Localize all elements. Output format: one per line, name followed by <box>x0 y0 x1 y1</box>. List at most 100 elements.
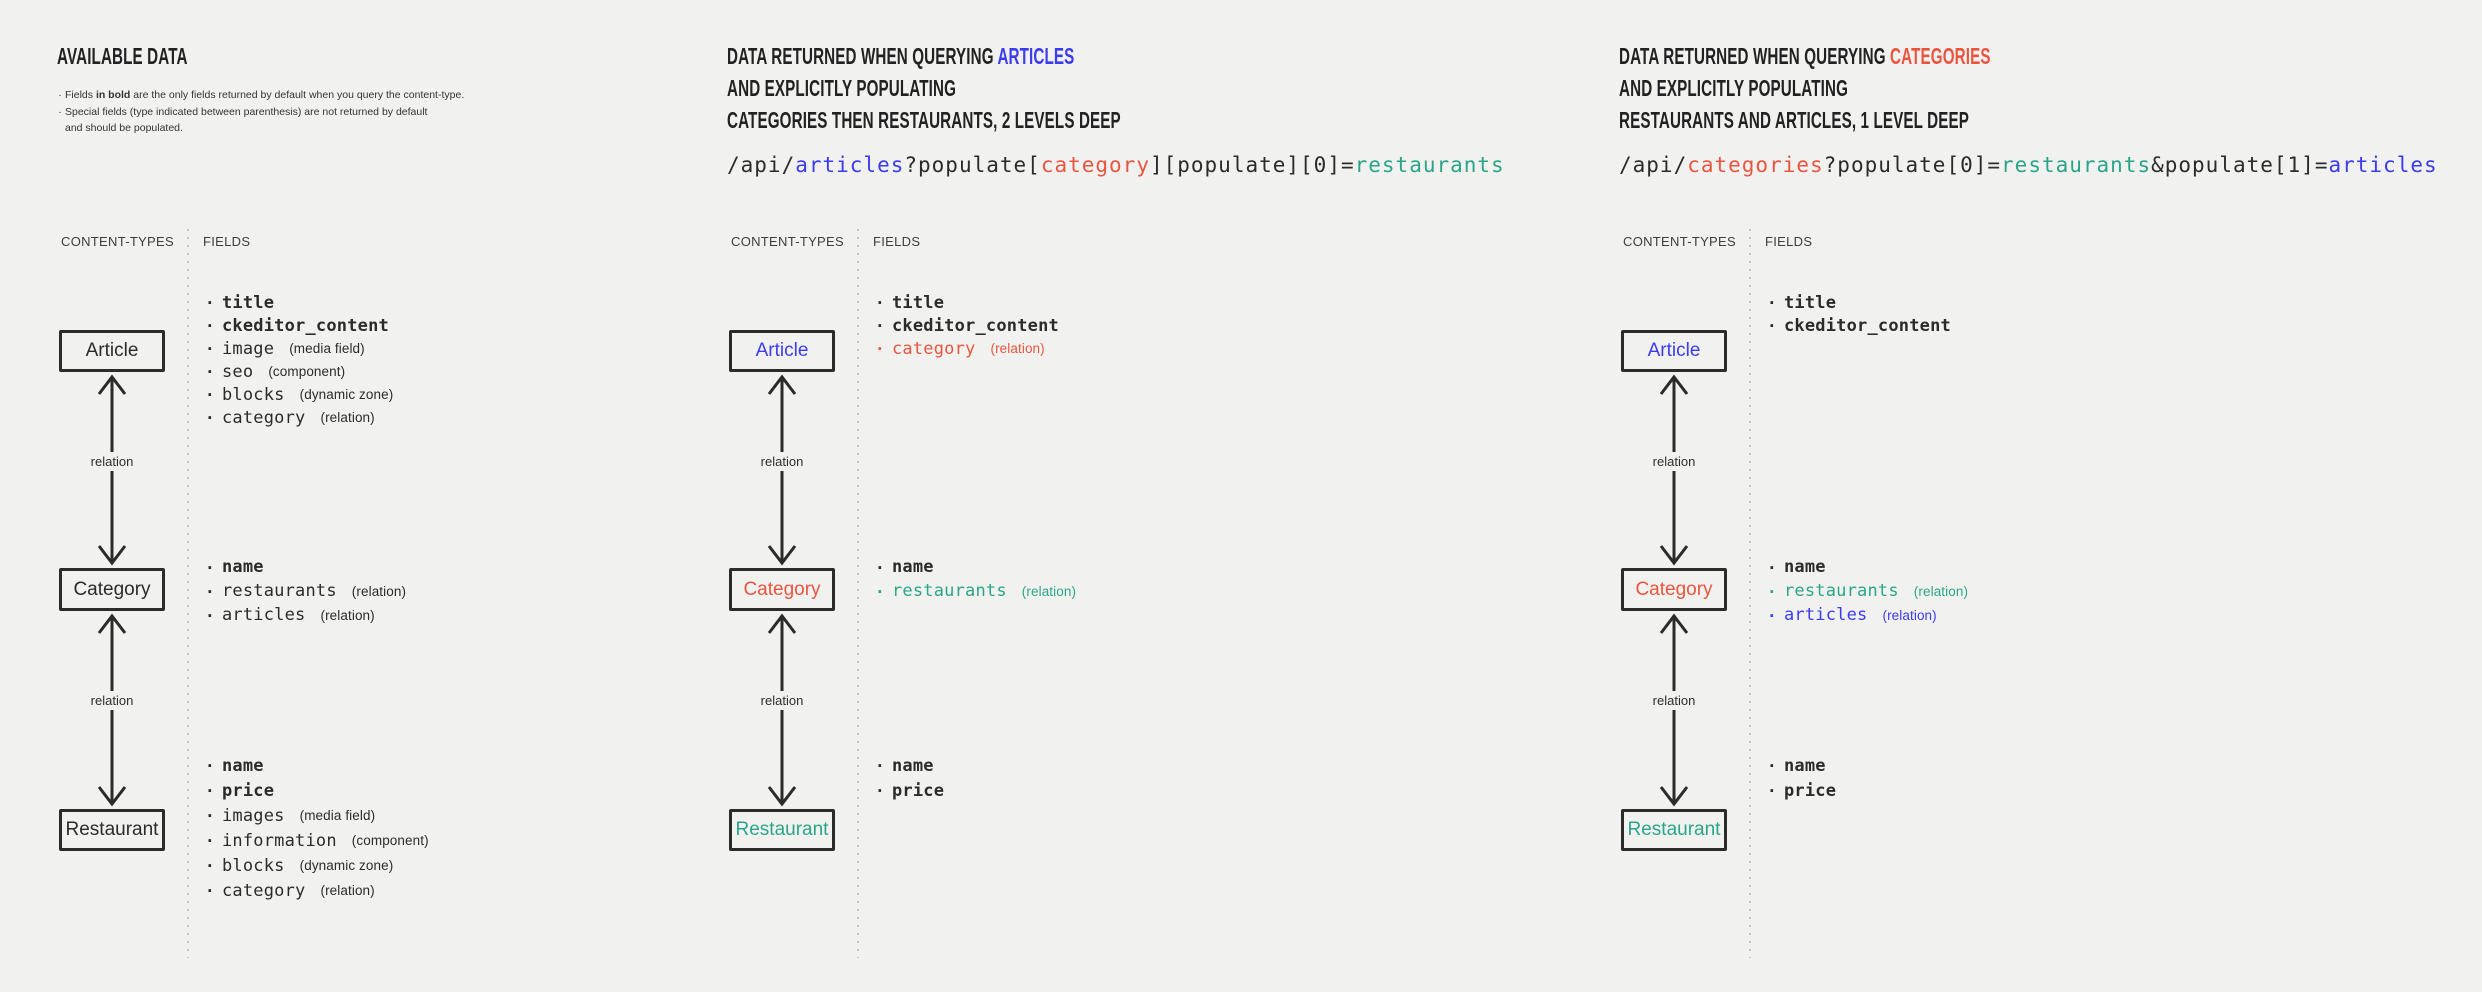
relation-label: relation <box>756 691 808 710</box>
field-item: restaurants(relation) <box>205 579 406 603</box>
content-type-label: Category <box>73 578 151 600</box>
api-query-code: /api/categories?populate[0]=restaurants&… <box>1619 153 2438 177</box>
column-header-fields: FIELDS <box>1765 234 1813 249</box>
content-type-label: Article <box>85 340 139 361</box>
content-type-label: Category <box>1635 578 1713 600</box>
content-type-box-restaurant: Restaurant <box>729 809 835 851</box>
column-divider <box>857 229 859 958</box>
panel-query-articles: DATA RETURNED WHEN QUERYING ARTICLES AND… <box>727 0 1567 992</box>
api-query-code: /api/articles?populate[category][populat… <box>727 153 1505 177</box>
content-type-box-article: Article <box>1621 330 1727 372</box>
content-type-label: Restaurant <box>1627 819 1721 840</box>
relation-label: relation <box>1648 452 1700 471</box>
content-type-box-category: Category <box>59 568 165 611</box>
field-item: price <box>205 778 429 803</box>
panel-available-data: AVAILABLE DATA Fields in bold are the on… <box>57 0 677 992</box>
content-type-label: Restaurant <box>735 819 829 840</box>
field-item: title <box>205 291 393 314</box>
field-list-article: title ckeditor_content <box>1767 291 1951 337</box>
field-item: name <box>1767 753 1836 778</box>
panel-query-categories: DATA RETURNED WHEN QUERYING CATEGORIES A… <box>1619 0 2479 992</box>
field-item: name <box>205 753 429 778</box>
content-type-label: Article <box>1647 340 1701 361</box>
field-item: ckeditor_content <box>875 314 1059 337</box>
panel-title-accent: ARTICLES <box>997 43 1075 69</box>
panel-title-line: AND EXPLICITLY POPULATING <box>727 75 957 101</box>
field-item: ckeditor_content <box>205 314 393 337</box>
field-item: title <box>875 291 1059 314</box>
field-list-article: title ckeditor_content category(relation… <box>875 291 1059 360</box>
panel-title-line: DATA RETURNED WHEN QUERYING ARTICLES <box>727 43 1075 69</box>
bullet-icon <box>55 104 65 121</box>
panel-title-line: RESTAURANTS AND ARTICLES, 1 LEVEL DEEP <box>1619 107 1969 133</box>
field-item: images(media field) <box>205 803 429 828</box>
content-type-box-article: Article <box>729 330 835 372</box>
column-divider <box>1749 229 1751 958</box>
field-item: category(relation) <box>875 337 1059 360</box>
field-item: articles(relation) <box>1767 603 1968 627</box>
relation-label: relation <box>1648 691 1700 710</box>
field-item: name <box>875 555 1076 579</box>
relation-arrow <box>97 613 127 807</box>
panel-title: DATA RETURNED WHEN QUERYING CATEGORIES A… <box>1619 40 2182 136</box>
field-item: category(relation) <box>205 406 393 429</box>
field-item: name <box>875 753 944 778</box>
legend-notes: Fields in bold are the only fields retur… <box>55 87 464 137</box>
field-list-restaurant: name price <box>1767 753 1836 803</box>
panel-title-accent: CATEGORIES <box>1890 43 1991 69</box>
field-item: ckeditor_content <box>1767 314 1951 337</box>
legend-note-text: Special fields (type indicated between p… <box>65 105 428 118</box>
field-list-article: title ckeditor_content image(media field… <box>205 291 393 429</box>
panel-title-line: AVAILABLE DATA <box>57 43 188 69</box>
column-divider <box>187 229 189 958</box>
legend-note: Fields in bold are the only fields retur… <box>55 87 464 104</box>
field-list-category: name restaurants(relation) articles(rela… <box>205 555 406 627</box>
content-type-label: Category <box>743 578 821 600</box>
field-list-category: name restaurants(relation) articles(rela… <box>1767 555 1968 627</box>
content-type-box-restaurant: Restaurant <box>1621 809 1727 851</box>
field-item: articles(relation) <box>205 603 406 627</box>
field-item: image(media field) <box>205 337 393 360</box>
content-type-box-restaurant: Restaurant <box>59 809 165 851</box>
column-header-content-types: CONTENT-TYPES <box>1623 234 1736 249</box>
panel-title-line: DATA RETURNED WHEN QUERYING CATEGORIES <box>1619 43 1991 69</box>
relation-arrow <box>767 613 797 807</box>
content-type-box-category: Category <box>1621 568 1727 611</box>
field-list-restaurant: name price <box>875 753 944 803</box>
column-header-content-types: CONTENT-TYPES <box>731 234 844 249</box>
relation-label: relation <box>86 452 138 471</box>
field-item: blocks(dynamic zone) <box>205 383 393 406</box>
column-header-fields: FIELDS <box>873 234 921 249</box>
relation-arrow <box>1659 613 1689 807</box>
content-type-box-article: Article <box>59 330 165 372</box>
legend-note: and should be populated. <box>55 120 464 137</box>
content-type-label: Article <box>755 340 809 361</box>
legend-note: Special fields (type indicated between p… <box>55 104 464 121</box>
bullet-icon <box>55 87 65 104</box>
field-item: price <box>875 778 944 803</box>
field-item: name <box>205 555 406 579</box>
relation-label: relation <box>756 452 808 471</box>
field-list-restaurant: name price images(media field) informati… <box>205 753 429 903</box>
field-item: price <box>1767 778 1836 803</box>
panel-title-line: CATEGORIES THEN RESTAURANTS, 2 LEVELS DE… <box>727 107 1121 133</box>
content-type-box-category: Category <box>729 568 835 611</box>
column-header-content-types: CONTENT-TYPES <box>61 234 174 249</box>
field-item: blocks(dynamic zone) <box>205 853 429 878</box>
field-item: restaurants(relation) <box>1767 579 1968 603</box>
field-item: seo(component) <box>205 360 393 383</box>
panel-title: DATA RETURNED WHEN QUERYING ARTICLES AND… <box>727 40 1324 136</box>
panel-title: AVAILABLE DATA <box>57 40 255 72</box>
column-header-fields: FIELDS <box>203 234 251 249</box>
content-type-label: Restaurant <box>65 819 159 840</box>
panel-title-line: AND EXPLICITLY POPULATING <box>1619 75 1849 101</box>
legend-note-text: and should be populated. <box>65 122 183 134</box>
field-item: restaurants(relation) <box>875 579 1076 603</box>
field-list-category: name restaurants(relation) <box>875 555 1076 603</box>
relation-label: relation <box>86 691 138 710</box>
field-item: information(component) <box>205 828 429 853</box>
field-item: title <box>1767 291 1951 314</box>
field-item: category(relation) <box>205 878 429 903</box>
field-item: name <box>1767 555 1968 579</box>
